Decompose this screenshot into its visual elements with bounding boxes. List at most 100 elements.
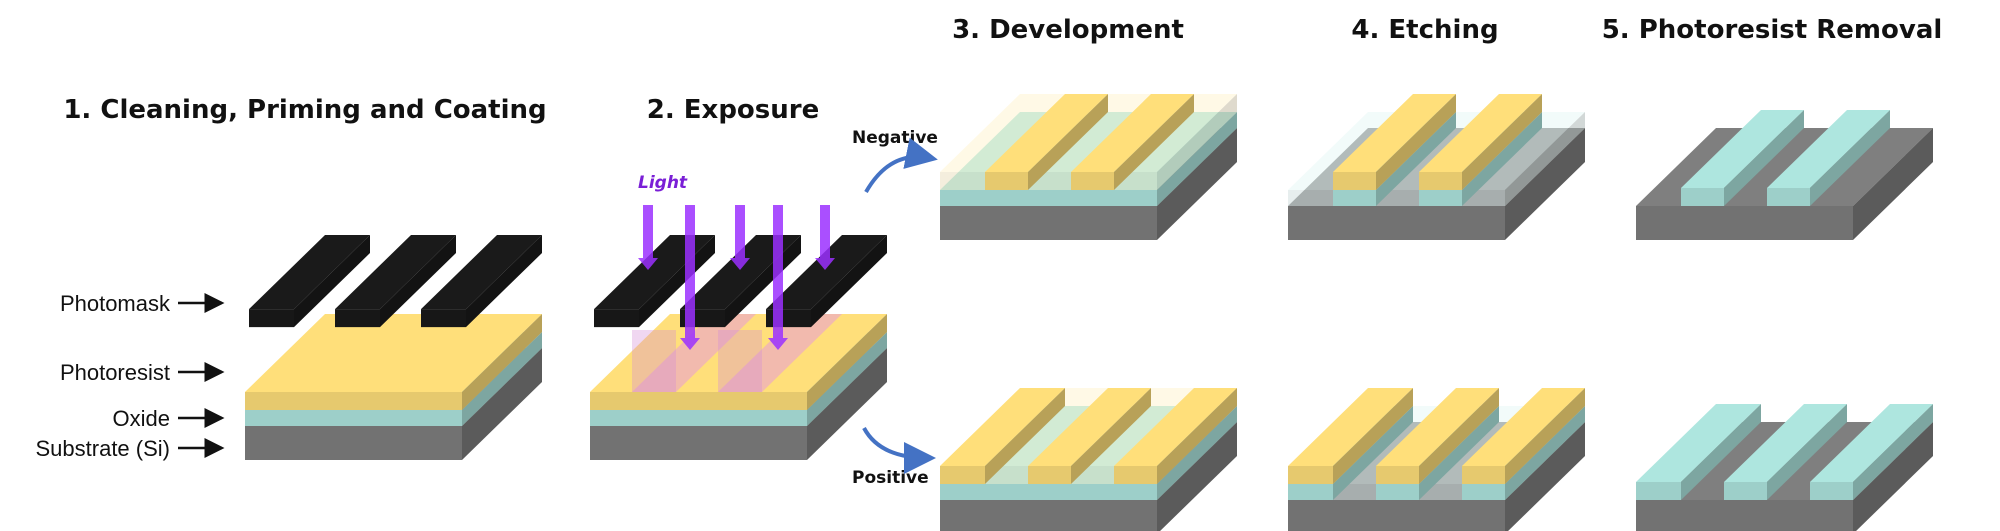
step2-light-column-1 <box>718 330 762 392</box>
step4-negative-photoresist-strip-1-side <box>1462 94 1542 190</box>
step1-photomask-bar-2-front <box>421 309 466 328</box>
step5-positive-oxide-strip-1-front <box>1724 482 1767 500</box>
positive-branch-arrow <box>862 426 936 474</box>
step5-positive-oxide-strip-2-front <box>1810 482 1853 500</box>
step4-negative-oxide-strip-0-front <box>1333 190 1376 206</box>
step2-photomask-bar-2-front <box>766 309 811 328</box>
step3-negative-photoresist-strip-1-side <box>1114 94 1194 190</box>
step2-photomask-bar-0-side <box>639 235 715 328</box>
step4-negative-oxide-strip-0-side <box>1376 112 1456 206</box>
step5-positive-oxide-strip-0-front <box>1636 482 1681 500</box>
step1-oxide-side <box>462 332 542 426</box>
light-arrow-3 <box>768 205 788 350</box>
light-label: Light <box>638 173 688 193</box>
step4-positive-oxide-strip-0-front <box>1288 484 1333 500</box>
step3-positive-photoresist-strip-1-front <box>1028 466 1071 484</box>
step1-substrate-side <box>462 348 542 460</box>
step4-negative-photoresist-strip-1-front <box>1419 172 1462 190</box>
step4-positive-photoresist-strip-1-top <box>1376 388 1499 466</box>
step5-negative-substrate-front <box>1636 206 1853 240</box>
step3-negative-photoresist-strip-0-top <box>985 94 1108 172</box>
step5-positive-oxide-strip-2-side <box>1853 404 1933 500</box>
step5-positive-substrate-front <box>1636 500 1853 531</box>
substrate-label: Substrate (Si) <box>36 436 171 461</box>
step2-photomask-bar-2-side <box>811 235 887 328</box>
step4-negative-oxide-strip-1-front <box>1419 190 1462 206</box>
negative-branch-arrow <box>864 137 938 193</box>
step5-title: 5. Photoresist Removal <box>1602 15 1943 45</box>
step5-negative-oxide-strip-0-top <box>1681 110 1804 188</box>
step4-negative-photoresist-strip-0-side <box>1376 94 1456 190</box>
step3-negative-oxide-front <box>940 190 1157 206</box>
step3-positive-photoresist-strip-1-side <box>1071 388 1151 484</box>
step3-negative-photoresist-strip-1-top <box>1071 94 1194 172</box>
step4-positive-photoresist-strip-2-side <box>1505 388 1585 484</box>
step3-positive-oxide-side <box>1157 406 1237 500</box>
step5-negative-oxide-strip-1-side <box>1810 110 1890 206</box>
step5-positive-oxide-strip-0-side <box>1681 404 1761 500</box>
step2-oxide-side <box>807 332 887 426</box>
step4-negative-photoresist-strip-0-front <box>1333 172 1376 190</box>
step3-positive-substrate-front <box>940 500 1157 531</box>
step1-photomask-bar-1-side <box>380 235 456 328</box>
step4-negative-substrate-side <box>1505 128 1585 240</box>
step5-positive-oxide-strip-1-side <box>1767 404 1847 500</box>
step3-negative-resist-ghost-side <box>1157 94 1237 190</box>
step5-positive-oxide-strip-1-top <box>1724 404 1847 482</box>
step4-positive-oxide-strip-0-side <box>1333 406 1413 500</box>
step2-substrate-side <box>807 348 887 460</box>
process-scene <box>245 94 1933 531</box>
step4-negative-oxide-strip-1-side <box>1462 112 1542 206</box>
step2-photoresist-side <box>807 314 887 410</box>
step2-oxide-front <box>590 410 807 426</box>
step4-positive-photoresist-strip-0-front <box>1288 466 1333 484</box>
step1-photomask-bar-1-top <box>335 235 456 310</box>
step3-negative-photoresist-strip-0-side <box>1028 94 1108 190</box>
step2-photomask-bar-2-top <box>766 235 887 310</box>
step5-negative-oxide-strip-1-top <box>1767 110 1890 188</box>
step4-negative-substrate-front <box>1288 206 1505 240</box>
step4-positive-oxide-strip-2-front <box>1462 484 1505 500</box>
step1-photoresist-side <box>462 314 542 410</box>
step4-negative-photoresist-strip-0-top <box>1333 94 1456 172</box>
step1-photomask-bar-0-front <box>249 309 294 328</box>
step3-positive-photoresist-strip-2-front <box>1114 466 1157 484</box>
step3-positive-photoresist-strip-0-top <box>940 388 1065 466</box>
oxide-label: Oxide <box>113 406 170 431</box>
step1-photomask-bar-2-top <box>421 235 542 310</box>
step3-positive-photoresist-strip-2-top <box>1114 388 1237 466</box>
step5-negative-substrate-side <box>1853 128 1933 240</box>
step2-photomask-bar-1-top <box>680 235 801 310</box>
step1-photomask-bar-0-side <box>294 235 370 328</box>
positive-label: Positive <box>852 468 929 488</box>
photomask-label: Photomask <box>60 291 171 316</box>
photoresist-label: Photoresist <box>60 360 170 385</box>
step4-positive-photoresist-strip-1-front <box>1376 466 1419 484</box>
step1-photomask-bar-2-side <box>466 235 542 328</box>
step3-negative-substrate-front <box>940 206 1157 240</box>
light-arrow-4 <box>815 205 835 270</box>
step4-negative-photoresist-strip-1-top <box>1419 94 1542 172</box>
step1-substrate-front <box>245 426 462 460</box>
step1-title: 1. Cleaning, Priming and Coating <box>63 95 546 125</box>
step5-positive-substrate-side <box>1853 422 1933 531</box>
step1-photomask-bar-0-top <box>249 235 370 310</box>
step2-photomask-bar-0-top <box>594 235 715 310</box>
step4-positive-photoresist-strip-0-side <box>1333 388 1413 484</box>
negative-label: Negative <box>852 128 938 148</box>
step2-exposed-region-0 <box>632 314 756 392</box>
step3-positive-substrate-side <box>1157 422 1237 531</box>
step3-negative-substrate-side <box>1157 128 1237 240</box>
step4-positive-oxide-strip-1-front <box>1376 484 1419 500</box>
step4-positive-oxide-strip-2-side <box>1505 406 1585 500</box>
light-arrow-2 <box>730 205 750 270</box>
step3-positive-photoresist-strip-2-side <box>1157 388 1237 484</box>
step1-photoresist-front <box>245 392 462 410</box>
step4-positive-oxide-strip-1-side <box>1419 406 1499 500</box>
step3-positive-oxide-front <box>940 484 1157 500</box>
step2-exposed-region-1 <box>718 314 842 392</box>
step3-positive-photoresist-strip-0-side <box>985 388 1065 484</box>
step4-positive-substrate-side <box>1505 422 1585 531</box>
step3-negative-photoresist-strip-0-front <box>985 172 1028 190</box>
